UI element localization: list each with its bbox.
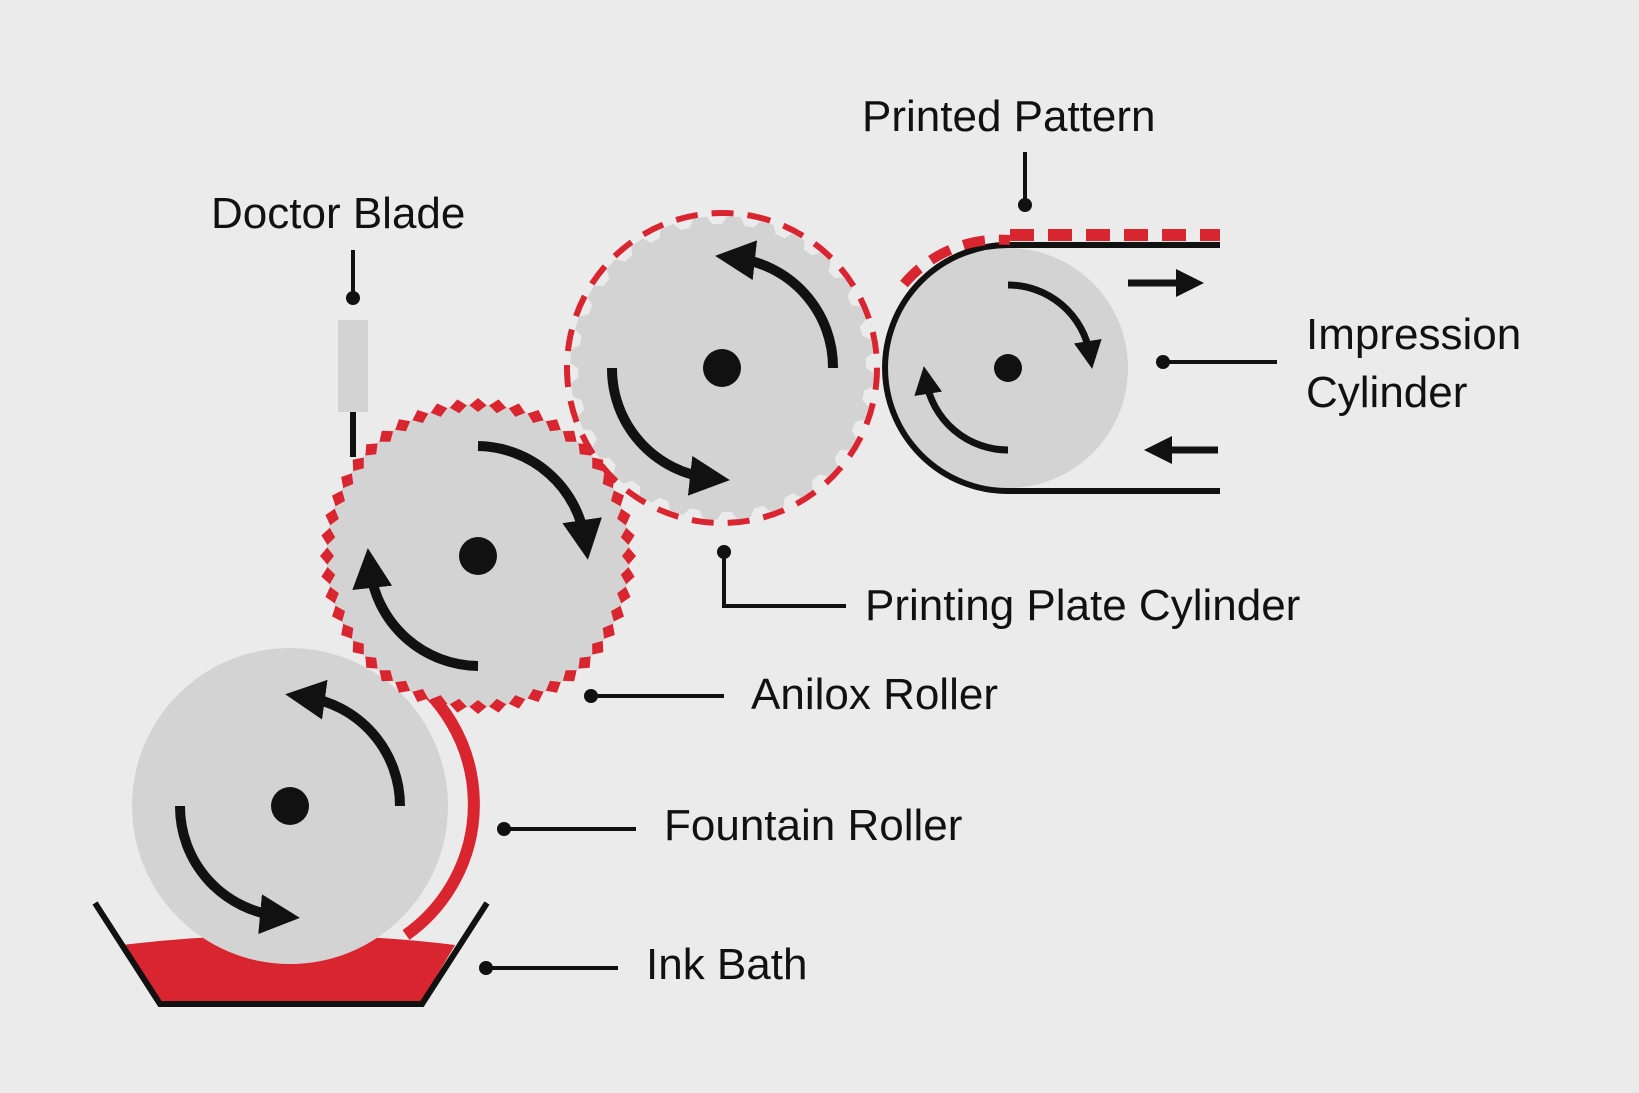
ink-bath (122, 935, 455, 1004)
ink-bath-container (92, 901, 490, 1007)
leader-dots (479, 198, 1170, 975)
printed-pattern-leader-dot (1018, 198, 1032, 212)
label-anilox-roller: Anilox Roller (751, 670, 998, 719)
printing-plate-hub (703, 349, 741, 387)
doctor-blade-pointer-dot (346, 291, 360, 305)
doctor-blade (338, 250, 368, 457)
anilox-roller-rotation-arrow-top (477, 441, 602, 560)
anilox-roller-hub (459, 537, 497, 575)
anilox-roller-leader-dot (584, 689, 598, 703)
anilox-roller (320, 398, 636, 714)
impression-cylinder-rotation-arrow-top (1007, 281, 1102, 369)
impression-cylinder-rotation-arrow-bottom (914, 366, 1009, 454)
anilox-roller-rotation-arrow-bottom (352, 548, 479, 671)
label-doctor-blade: Doctor Blade (211, 189, 465, 238)
substrate-web (882, 242, 1220, 494)
printing-plate-cylinder (564, 210, 880, 526)
ink-bath-ink (122, 935, 455, 1004)
printing-plate-rotation-arrow-top (715, 240, 839, 369)
printing-plate-ink-pattern (564, 210, 880, 526)
printing-plate-rotation-arrow-bottom (606, 367, 730, 496)
fountain-roller-rotation-arrow-top (285, 679, 405, 807)
impression-cylinder (882, 229, 1220, 494)
fountain-roller-hub (271, 787, 309, 825)
printing-plate-leader-dot (717, 545, 731, 559)
leader-lines (486, 152, 1277, 970)
substrate-ink-on-curve (900, 234, 1011, 288)
printing-plate-leader (722, 552, 846, 608)
impression-cylinder-leader-dot (1156, 355, 1170, 369)
fountain-roller-leader-dot (497, 822, 511, 836)
fountain-roller-rotation-arrow-bottom (174, 805, 300, 935)
label-impression-cylinder-line2: Cylinder (1306, 368, 1467, 417)
doctor-blade-body (338, 320, 368, 412)
label-fountain-roller: Fountain Roller (664, 801, 962, 850)
label-impression-cylinder-line1: Impression (1306, 310, 1521, 359)
ink-bath-leader-dot (479, 961, 493, 975)
label-printing-plate-cylinder: Printing Plate Cylinder (865, 581, 1300, 630)
label-ink-bath: Ink Bath (646, 940, 807, 989)
label-printed-pattern: Printed Pattern (862, 92, 1156, 141)
fountain-roller (132, 648, 480, 964)
impression-cylinder-hub (994, 354, 1022, 382)
